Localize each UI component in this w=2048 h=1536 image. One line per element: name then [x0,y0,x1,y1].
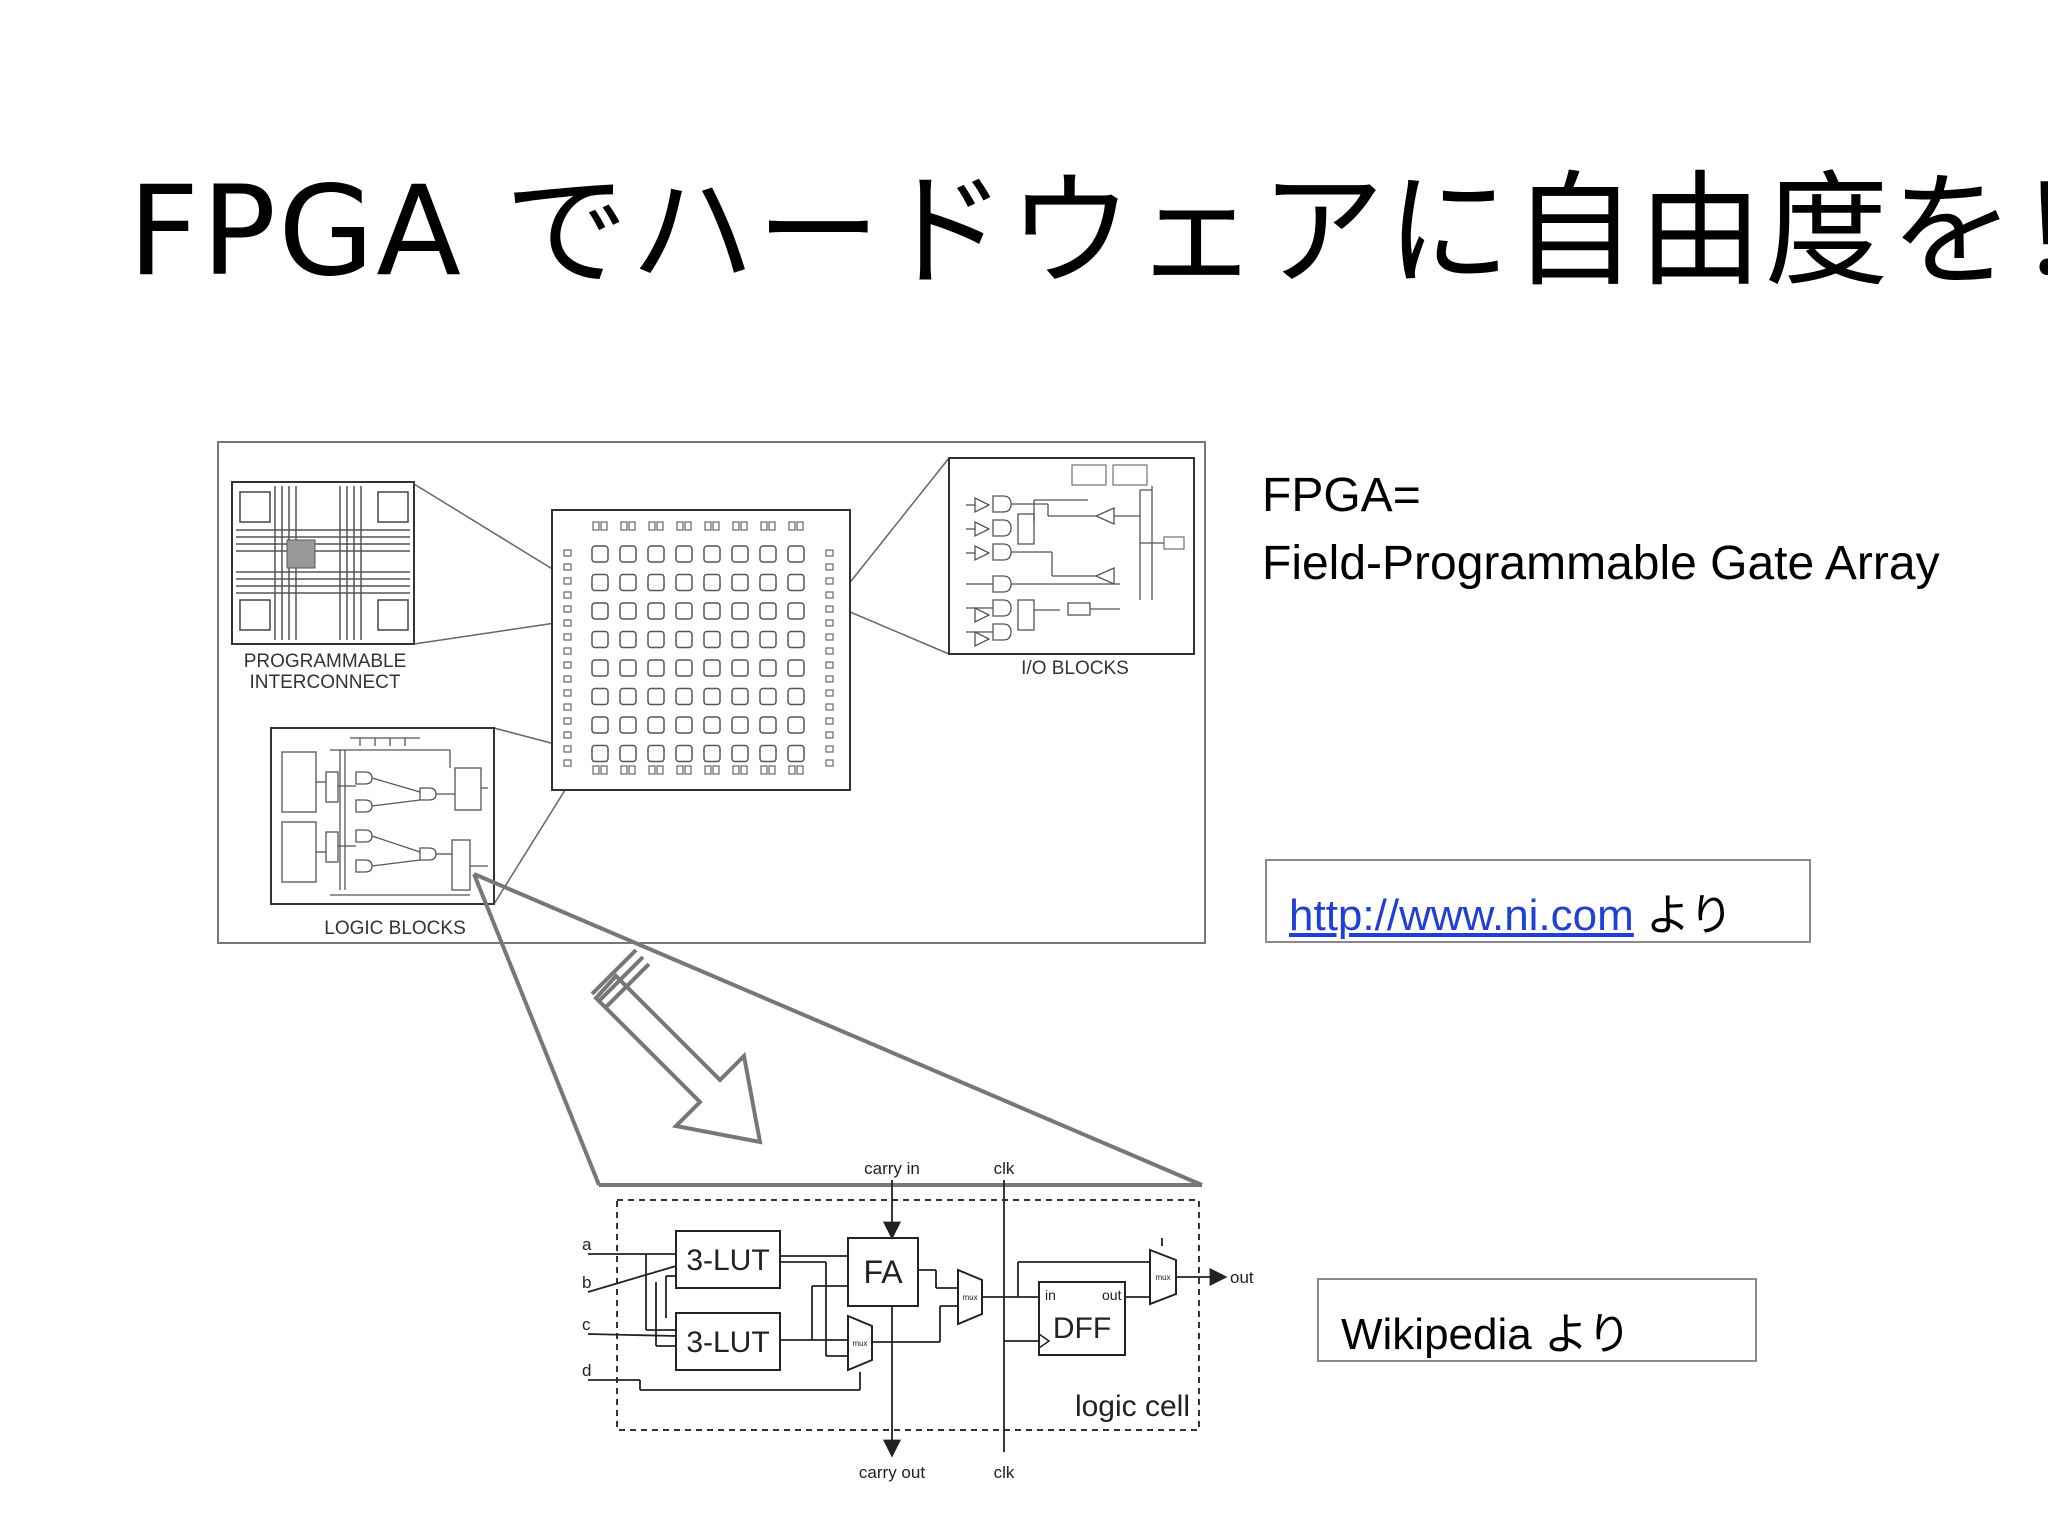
mux-1-label: mux [962,1293,977,1302]
dff-in-label: in [1045,1287,1056,1303]
carry-in-label: carry in [864,1159,920,1178]
fpga-chip-array [551,509,851,791]
input-b-label: b [582,1273,591,1292]
wikipedia-source-text: Wikipedia より [1341,1310,1632,1359]
input-a-label: a [582,1235,592,1254]
input-c-label: c [582,1315,591,1334]
io-blocks-label: I/O BLOCKS [1021,658,1129,679]
io-blocks-inset [948,457,1195,655]
definition-line-1: FPGA= [1262,469,1421,522]
interconnect-label-1: PROGRAMMABLE [244,651,407,672]
logic-cell-label: logic cell [1075,1390,1190,1423]
fpga-definition: FPGA= Field-Programmable Gate Array [1262,462,1940,598]
input-d-label: d [582,1361,591,1380]
clk-bottom-label: clk [994,1463,1015,1482]
dff-label: DFF [1053,1312,1111,1345]
ni-source-box: http://www.ni.com より [1265,859,1811,943]
out-label: out [1230,1268,1254,1287]
slide-title: FPGA でハードウェアに自由度を！ [128,160,2048,304]
fa-label: FA [863,1254,903,1290]
logic-blocks-inset [270,727,495,905]
logic-cell-diagram [587,1180,1228,1458]
dff-out-label: out [1102,1287,1122,1303]
zoom-arrow-icon [590,948,763,1145]
definition-line-2: Field-Programmable Gate Array [1262,537,1940,590]
carry-out-label: carry out [859,1463,925,1482]
interconnect-label-2: INTERCONNECT [250,672,401,693]
zoom-triangle [472,872,1203,1187]
lut-2-label: 3-LUT [686,1326,769,1359]
mux-2-label: mux [852,1339,867,1348]
logic-blocks-label: LOGIC BLOCKS [324,918,466,939]
ni-source-link[interactable]: http://www.ni.com [1289,891,1634,940]
clk-top-label: clk [994,1159,1015,1178]
ni-source-suffix: より [1633,891,1734,940]
lut-1-label: 3-LUT [686,1244,769,1277]
wikipedia-source-box: Wikipedia より [1317,1278,1757,1362]
mux-3-label: mux [1155,1273,1170,1282]
interconnect-inset [231,481,415,645]
